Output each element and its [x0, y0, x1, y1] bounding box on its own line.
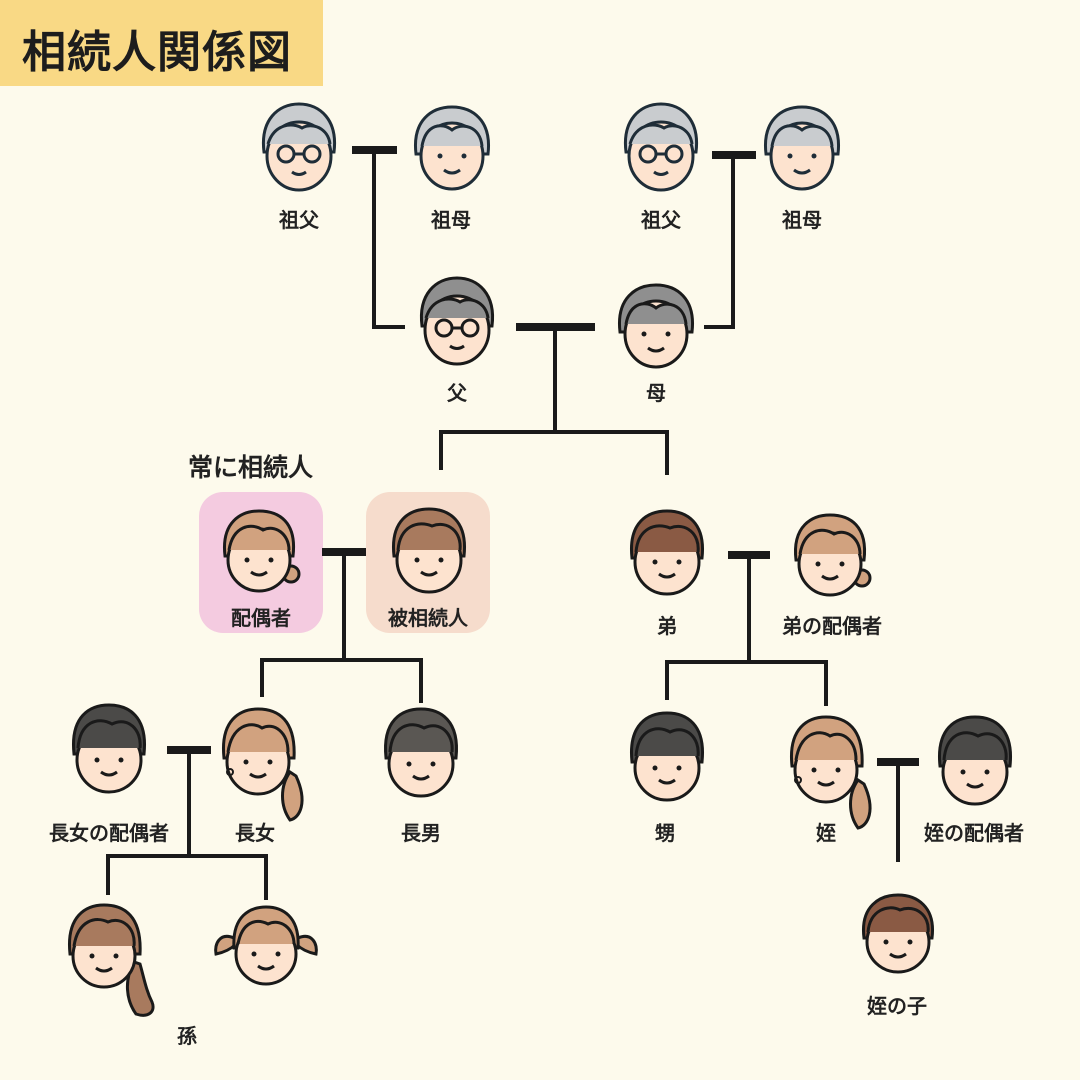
- children-line: [439, 430, 669, 475]
- children-line: [665, 660, 828, 706]
- descent-line: [704, 155, 735, 329]
- children-line: [106, 854, 268, 900]
- page-title: 相続人関係図: [22, 27, 292, 78]
- label-spouse: 配偶者: [231, 606, 291, 630]
- grandchild-girl-face-icon: [68, 903, 155, 1017]
- niece-child-face-icon: [862, 893, 934, 974]
- grandfather-face-icon: [261, 102, 337, 192]
- label-father: 父: [447, 381, 467, 405]
- eldest-daughter-face-icon: [222, 707, 304, 822]
- label-eldest-daughter: 長女: [235, 821, 275, 845]
- label-grandmother-maternal: 祖母: [782, 208, 822, 232]
- label-grandfather-paternal: 祖父: [279, 208, 319, 232]
- label-eldest-daughter-spouse: 長女の配偶者: [49, 821, 169, 845]
- label-nephew: 甥: [655, 821, 675, 845]
- label-grandfather-maternal: 祖父: [641, 208, 681, 232]
- label-decedent: 被相続人: [388, 606, 468, 630]
- title-banner: 相続人関係図: [0, 0, 323, 86]
- label-niece: 姪: [816, 821, 836, 845]
- descent-line: [372, 150, 405, 329]
- label-eldest-son: 長男: [401, 821, 441, 845]
- daughter-spouse-face-icon: [72, 703, 146, 794]
- label-grandmother-paternal: 祖母: [431, 208, 471, 232]
- niece-spouse-face-icon: [938, 715, 1012, 806]
- grandchild-pigtails-face-icon: [214, 905, 318, 986]
- label-grandchild: 孫: [177, 1024, 197, 1048]
- label-younger-brother: 弟: [657, 614, 677, 638]
- decedent-face-icon: [392, 507, 466, 594]
- label-niece-spouse: 姪の配偶者: [924, 821, 1024, 845]
- nephew-face-icon: [630, 711, 704, 802]
- grandmother-face-icon: [414, 105, 490, 191]
- niece-face-icon: [790, 715, 872, 830]
- label-younger-brother-spouse: 弟の配偶者: [782, 614, 882, 638]
- label-mother: 母: [646, 381, 666, 405]
- grandfather-face-icon: [623, 102, 699, 192]
- always-heir-note: 常に相続人: [188, 453, 314, 482]
- label-niece-child: 姪の子: [867, 994, 927, 1018]
- mother-face-icon: [618, 283, 694, 369]
- brother-spouse-face-icon: [794, 513, 872, 597]
- spouse-face-icon: [223, 509, 301, 593]
- eldest-son-face-icon: [384, 707, 458, 798]
- father-face-icon: [419, 276, 495, 366]
- grandmother-face-icon: [764, 105, 840, 191]
- younger-brother-face-icon: [630, 509, 704, 596]
- children-line: [260, 658, 423, 703]
